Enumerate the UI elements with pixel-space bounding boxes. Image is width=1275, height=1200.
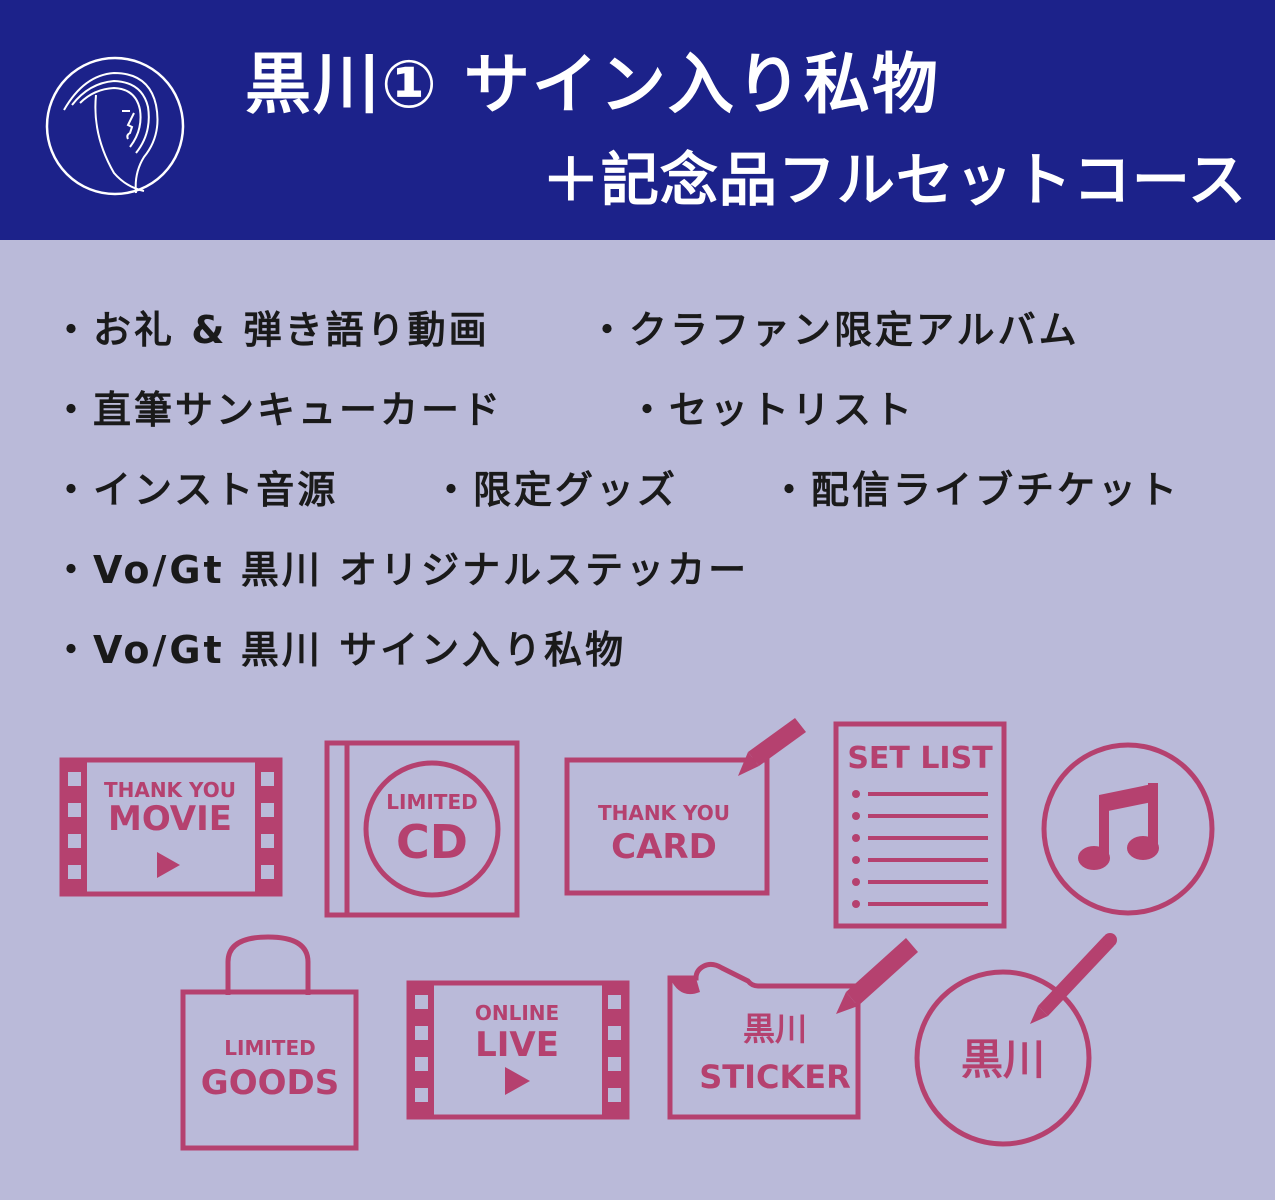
movie-label-bottom: MOVIE bbox=[108, 799, 232, 839]
list-item: ・直筆サンキューカード bbox=[52, 388, 504, 432]
sticker-icon: 黒川 STICKER bbox=[667, 938, 918, 1120]
list-item: ・お礼 & 弾き語り動画 bbox=[52, 308, 490, 352]
page-subtitle: ＋記念品フルセットコース bbox=[541, 146, 1247, 214]
header-banner: 黒川① サイン入り私物 ＋記念品フルセットコース bbox=[0, 0, 1275, 240]
sticker-label-bottom: STICKER bbox=[699, 1058, 851, 1096]
pencil-icon bbox=[738, 718, 806, 776]
online-live-icon: ONLINE LIVE bbox=[406, 980, 630, 1120]
movie-label-top: THANK YOU bbox=[104, 778, 236, 802]
list-item: ・クラファン限定アルバム bbox=[588, 308, 1080, 352]
card-label-top: THANK YOU bbox=[598, 801, 730, 825]
limited-goods-icon: LIMITED GOODS bbox=[180, 934, 359, 1151]
music-note-icon bbox=[1041, 742, 1215, 916]
pen-icon bbox=[1030, 933, 1117, 1024]
list-item: ・配信ライブチケット bbox=[770, 468, 1181, 512]
reward-icons: THANK YOU MOVIE LIMITED CD THANK YOU CAR… bbox=[59, 718, 1215, 1151]
list-item: ・Vo/Gt 黒川 オリジナルステッカー bbox=[52, 548, 750, 592]
thank-you-card-icon: THANK YOU CARD bbox=[564, 718, 806, 896]
goods-label-top: LIMITED bbox=[224, 1036, 315, 1060]
goods-label-bottom: GOODS bbox=[201, 1063, 339, 1103]
list-item: ・セットリスト bbox=[628, 388, 916, 432]
pencil-icon bbox=[836, 938, 918, 1014]
sticker-label-top: 黒川 bbox=[743, 1010, 807, 1048]
play-icon bbox=[157, 852, 180, 878]
set-list-icon: SET LIST bbox=[833, 721, 1007, 929]
play-icon bbox=[505, 1067, 530, 1095]
limited-cd-icon: LIMITED CD bbox=[324, 740, 520, 918]
page-title: 黒川① サイン入り私物 bbox=[245, 46, 940, 123]
live-label-top: ONLINE bbox=[475, 1001, 559, 1025]
band-logo-icon bbox=[45, 56, 185, 196]
thank-you-movie-icon: THANK YOU MOVIE bbox=[59, 757, 283, 897]
list-item: ・限定グッズ bbox=[432, 468, 679, 512]
card-label-bottom: CARD bbox=[611, 827, 717, 867]
signed-label: 黒川 bbox=[961, 1035, 1045, 1084]
signed-item-icon: 黒川 bbox=[914, 933, 1117, 1147]
cd-label-top: LIMITED bbox=[386, 790, 477, 814]
setlist-label: SET LIST bbox=[847, 741, 993, 776]
list-item: ・Vo/Gt 黒川 サイン入り私物 bbox=[52, 628, 627, 672]
cd-label-bottom: CD bbox=[396, 815, 468, 869]
live-label-bottom: LIVE bbox=[475, 1025, 559, 1065]
list-item: ・インスト音源 bbox=[52, 468, 339, 512]
